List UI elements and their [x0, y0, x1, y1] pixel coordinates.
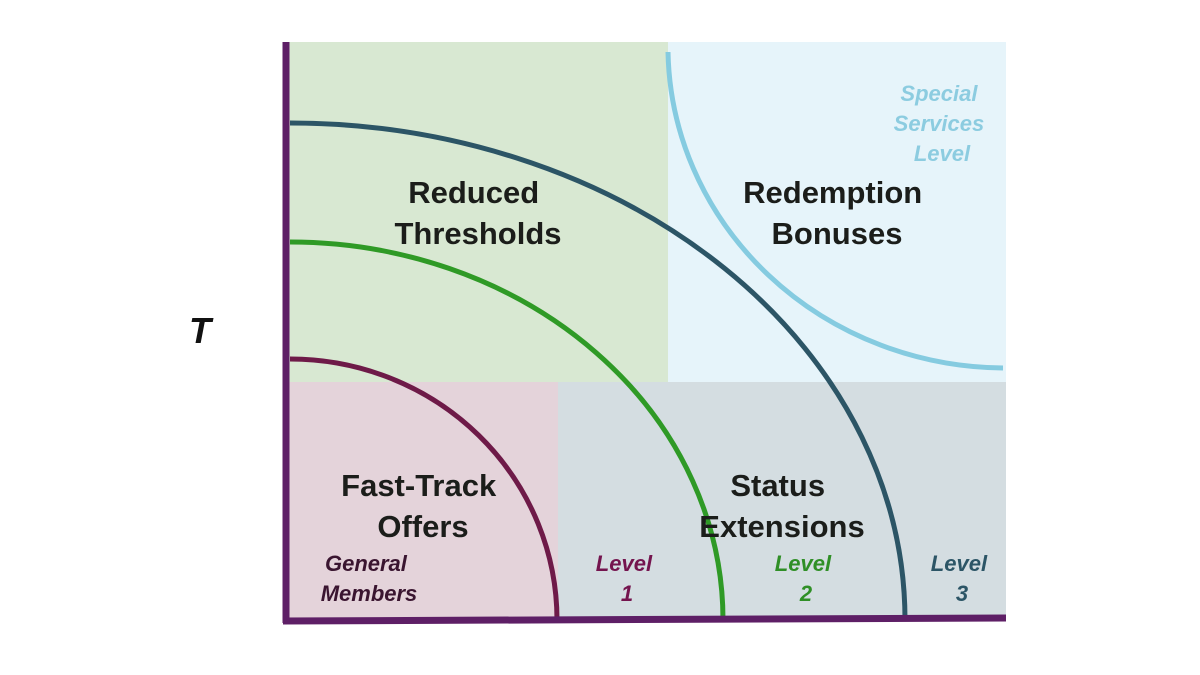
level-3-label: Level 3 — [931, 551, 993, 606]
x-axis-line — [282, 614, 1007, 625]
fast-track-offers-title: Fast-Track Offers — [341, 468, 505, 544]
reduced-thresholds-region — [285, 42, 668, 382]
level-1-label: Level 1 — [596, 551, 658, 606]
y-axis-label: T — [189, 310, 214, 351]
special-services-arc — [665, 51, 1004, 371]
general-members-label: General Members — [321, 551, 418, 606]
redemption-bonuses-title: Redemption Bonuses — [743, 175, 931, 251]
level-3-arc — [289, 120, 908, 621]
fast-track-offers-region — [285, 382, 558, 620]
special-services-level-label: Special Services Level — [894, 81, 991, 166]
level-2-arc — [289, 239, 726, 621]
reduced-thresholds-title: Reduced Thresholds — [394, 175, 561, 251]
general-members-arc — [289, 356, 560, 621]
status-extensions-title: Status Extensions — [699, 468, 864, 544]
status-extensions-region — [558, 382, 1006, 620]
level-2-label: Level 2 — [775, 551, 837, 606]
